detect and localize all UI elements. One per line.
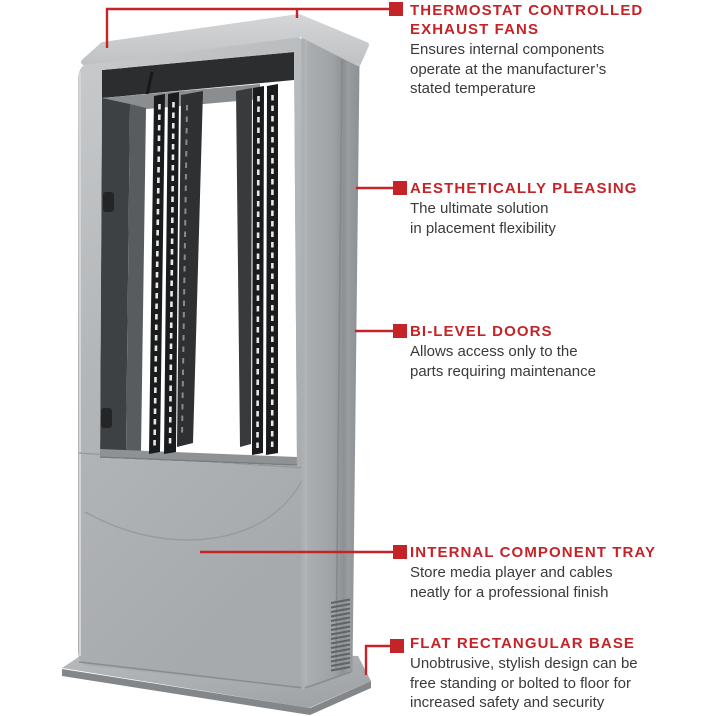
kiosk-mounting-rail-right (236, 84, 278, 455)
callout-line-exhaust-fans (105, 7, 389, 48)
callout-title: BI-LEVEL DOORS (410, 323, 553, 340)
callout-description: The ultimate solution in placement flexi… (410, 200, 556, 237)
callout-connectors (105, 2, 407, 675)
callout-bi-level-doors: BI-LEVEL DOORS Allows access only to the… (410, 322, 710, 381)
callout-flat-rectangular-base: FLAT RECTANGULAR BASE Unobtrusive, styli… (410, 634, 710, 713)
callout-marker-doors (393, 324, 407, 338)
kiosk-top-band (81, 14, 369, 66)
callout-marker-aesthetics (393, 181, 407, 195)
callout-line-base (364, 644, 390, 675)
callout-description: Allows access only to the parts requirin… (410, 343, 596, 380)
callout-description: Unobtrusive, stylish design can be free … (410, 655, 638, 711)
callout-marker-base (390, 639, 404, 653)
callout-title: AESTHETICALLY PLEASING (410, 180, 638, 197)
callout-thermostat-exhaust-fans: THERMOSTAT CONTROLLED EXHAUST FANS Ensur… (410, 1, 710, 99)
callout-title: INTERNAL COMPONENT TRAY (410, 544, 657, 561)
callout-description: Ensures internal components operate at t… (410, 41, 607, 97)
callout-marker-exhaust-fans (389, 2, 403, 16)
callout-title: FLAT RECTANGULAR BASE (410, 635, 636, 652)
kiosk-hinge-upper (103, 192, 114, 212)
kiosk-hinge-lower (101, 408, 112, 428)
kiosk-vent-slots (330, 598, 351, 672)
kiosk-side-panel (301, 32, 360, 690)
callout-aesthetically-pleasing: AESTHETICALLY PLEASING The ultimate solu… (410, 179, 710, 238)
kiosk-mounting-rail-left (149, 91, 203, 454)
kiosk-door-arc (84, 477, 304, 541)
callout-internal-component-tray: INTERNAL COMPONENT TRAY Store media play… (410, 543, 710, 602)
callout-title: THERMOSTAT CONTROLLED EXHAUST FANS (410, 2, 644, 38)
kiosk-display-opening (100, 52, 297, 466)
callout-marker-tray (393, 545, 407, 559)
kiosk-left-wall (100, 98, 130, 458)
callout-description: Store media player and cables neatly for… (410, 564, 613, 601)
kiosk-side-door-seam (335, 59, 343, 669)
